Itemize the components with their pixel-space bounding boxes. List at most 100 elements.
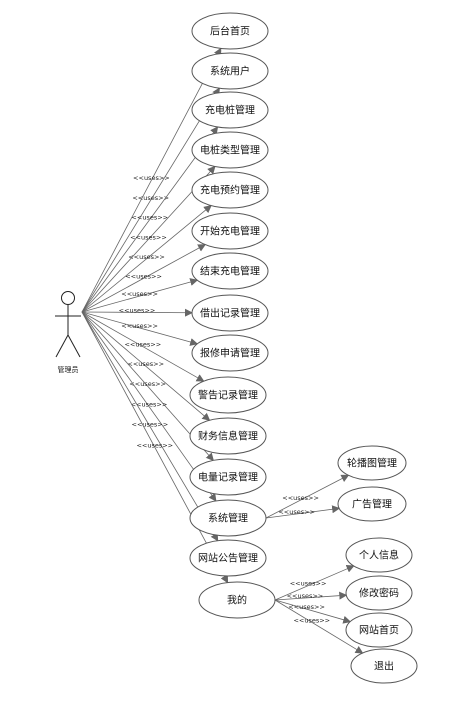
use-case-ellipse: [337, 445, 407, 481]
use-case-label: 电量记录管理: [198, 471, 258, 484]
use-case-ellipse: [191, 91, 269, 129]
association-actor-uc10: [81, 311, 211, 421]
use-case-uc15: 轮播图管理: [337, 445, 407, 481]
use-case-label: 个人信息: [359, 549, 399, 562]
stereotype-label: <<uses>>: [121, 322, 158, 330]
use-case-ellipse: [191, 252, 269, 290]
stereotype-label: <<uses>>: [290, 580, 327, 588]
use-case-label: 充电预约管理: [200, 184, 260, 197]
actor-admin: 管理员: [55, 291, 81, 374]
stereotype-label: <<uses>>: [288, 603, 325, 611]
actor-head: [61, 291, 75, 305]
association-actor-uc9: [81, 311, 205, 382]
stereotype-label: <<uses>>: [136, 441, 173, 449]
use-case-ellipse: [191, 334, 269, 372]
use-case-uc6: 结束充电管理: [191, 252, 269, 290]
association-uc14-uc18: [274, 591, 348, 601]
association-actor-uc5: [81, 244, 207, 313]
use-case-uc9: 警告记录管理: [189, 376, 267, 414]
use-case-ellipse: [191, 12, 269, 50]
association-actor-uc1: [81, 87, 220, 313]
association-uc14-uc19: [274, 599, 352, 624]
use-case-label: 网站公告管理: [198, 552, 258, 565]
use-case-uc8: 报修申请管理: [191, 334, 269, 372]
use-case-ellipse: [189, 417, 267, 455]
use-case-label: 财务信息管理: [198, 430, 258, 443]
use-case-label: 充电桩管理: [205, 104, 255, 117]
stereotype-label: <<uses>>: [278, 508, 315, 516]
stereotype-label: <<uses>>: [287, 592, 324, 600]
associations: <<uses>> <<uses>> <<uses>> <<uses>> <<uses>>…: [81, 47, 364, 654]
use-case-label: 报修申请管理: [200, 347, 260, 360]
use-case-ellipse: [191, 294, 269, 332]
stereotype-label: <<uses>>: [133, 174, 170, 182]
use-case-uc3: 电桩类型管理: [191, 131, 269, 169]
stereotype-label: <<uses>>: [127, 360, 164, 368]
association-uc12-uc15: [265, 474, 350, 519]
use-case-ellipse: [198, 581, 276, 619]
use-case-uc11: 电量记录管理: [189, 458, 267, 496]
use-case-label: 系统用户: [210, 65, 250, 78]
use-case-label: 警告记录管理: [198, 389, 258, 402]
use-case-label: 广告管理: [352, 498, 392, 511]
use-case-ellipse: [189, 376, 267, 414]
use-case-uc12: 系统管理: [189, 499, 267, 537]
use-case-label: 后台首页: [210, 25, 250, 38]
association-actor-uc13: [81, 311, 219, 542]
actor-left-leg: [55, 334, 69, 358]
use-case-ellipse: [350, 648, 418, 684]
use-case-ellipse: [189, 539, 267, 577]
use-case-uc18: 修改密码: [345, 575, 413, 611]
use-case-uc14: 我的: [198, 581, 276, 619]
use-case-ellipse: [345, 537, 413, 573]
use-case-uc4: 充电预约管理: [191, 171, 269, 209]
stereotype-label: <<uses>>: [293, 616, 330, 624]
use-case-label: 退出: [374, 660, 394, 673]
stereotype-label: <<uses>>: [128, 253, 165, 261]
use-case-ellipse: [191, 212, 269, 250]
stereotype-label: <<uses>>: [282, 494, 319, 502]
association-actor-uc4: [81, 204, 212, 313]
association-actor-uc8: [81, 311, 199, 346]
stereotype-label: <<uses>>: [131, 400, 168, 408]
use-case-ellipse: [189, 458, 267, 496]
association-uc14-uc20: [274, 599, 364, 654]
use-case-uc7: 借出记录管理: [191, 294, 269, 332]
association-uc14-uc17: [274, 565, 355, 601]
use-case-label: 我的: [227, 594, 247, 607]
use-case-label: 轮播图管理: [347, 457, 397, 470]
use-case-label: 修改密码: [359, 587, 399, 600]
stereotype-label: <<uses>>: [129, 380, 166, 388]
use-case-uc10: 财务信息管理: [189, 417, 267, 455]
use-case-uc13: 网站公告管理: [189, 539, 267, 577]
use-case-uc17: 个人信息: [345, 537, 413, 573]
use-case-uc19: 网站首页: [345, 612, 413, 648]
use-case-uc0: 后台首页: [191, 12, 269, 50]
use-cases: 后台首页系统用户充电桩管理电桩类型管理充电预约管理开始充电管理结束充电管理借出记…: [189, 12, 418, 684]
use-case-label: 网站首页: [359, 624, 399, 637]
stereotype-label: <<uses>>: [132, 420, 169, 428]
stereotype-label: <<uses>>: [121, 290, 158, 298]
use-case-ellipse: [189, 499, 267, 537]
use-case-uc5: 开始充电管理: [191, 212, 269, 250]
use-case-label: 结束充电管理: [200, 265, 260, 278]
association-actor-uc2: [81, 126, 219, 313]
use-case-ellipse: [191, 52, 269, 90]
stereotype-label: <<uses>>: [119, 306, 156, 314]
stereotype-label: <<uses>>: [125, 272, 162, 280]
use-case-uc1: 系统用户: [191, 52, 269, 90]
association-uc12-uc16: [265, 505, 341, 519]
stereotype-label: <<uses>>: [132, 194, 169, 202]
association-actor-uc14: [81, 311, 229, 584]
association-actor-uc0: [81, 47, 222, 313]
stereotype-label: <<uses>>: [124, 341, 161, 349]
use-case-uc20: 退出: [350, 648, 418, 684]
use-case-ellipse: [191, 171, 269, 209]
use-case-label: 借出记录管理: [200, 307, 260, 320]
stereotype-label: <<uses>>: [131, 214, 168, 222]
association-actor-uc6: [81, 278, 199, 313]
use-case-ellipse: [345, 612, 413, 648]
use-case-uc16: 广告管理: [337, 486, 407, 522]
use-case-uc2: 充电桩管理: [191, 91, 269, 129]
